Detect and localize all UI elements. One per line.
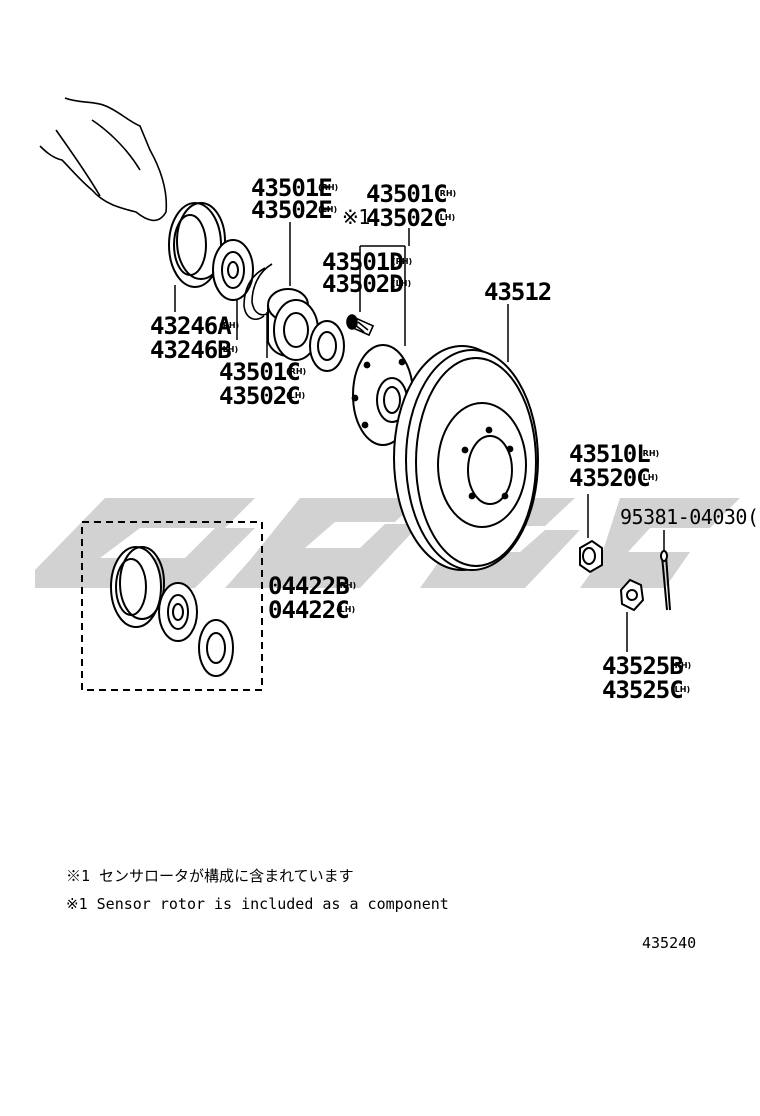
bearing-43501D — [309, 320, 345, 372]
part-number-43246A: 43246A — [150, 312, 232, 340]
part-number-43501D: 43501D — [322, 248, 403, 276]
side-43501C-mid: (RH) — [286, 367, 306, 376]
snap-ring — [243, 263, 273, 320]
part-number-43502D: 43502D — [322, 270, 403, 298]
cotter-pin-95381 — [660, 550, 671, 611]
part-number-04422B: 04422B — [268, 572, 349, 600]
part-number-43525C: 43525C — [602, 676, 683, 704]
diagram-code: 435240 — [642, 934, 696, 952]
note-japanese: ※1 センサロータが構成に含まれています — [66, 867, 354, 885]
disc-rotor-43512 — [393, 345, 539, 571]
part-number-43501E: 43501E — [251, 174, 332, 202]
footnotes: ※1 センサロータが構成に含まれています ※1 Sensor rotor is … — [66, 867, 449, 913]
side-43501E: (RH) — [318, 183, 338, 192]
hub-bolt — [346, 314, 375, 337]
side-43501D: (RH) — [392, 257, 412, 266]
side-43502E: (LH) — [318, 205, 337, 214]
part-number-43510L: 43510L — [569, 440, 650, 468]
dust-cover-43246 — [168, 202, 226, 288]
side-43246B: (LH) — [219, 345, 238, 354]
note-english: ※1 Sensor rotor is included as a compone… — [66, 895, 449, 913]
drive-shaft-illustration — [39, 97, 168, 222]
bearing-43501E — [212, 239, 254, 301]
part-number-43501C-top: 43501C — [366, 180, 447, 208]
side-43246A: (RH) — [219, 321, 239, 330]
side-43525B: (RH) — [671, 661, 691, 670]
part-number-43525B: 43525B — [602, 652, 683, 680]
hub-bearing-43501C — [267, 288, 319, 361]
part-number-43502C-top: 43502C — [366, 204, 447, 232]
side-04422C: (LH) — [336, 605, 355, 614]
part-number-43520C: 43520C — [569, 464, 650, 492]
side-43501C-top: (RH) — [436, 189, 456, 198]
part-number-43512: 43512 — [484, 278, 551, 306]
part-number-04422C: 04422C — [268, 596, 349, 624]
side-04422B: (RH) — [336, 581, 356, 590]
hub-nut-43510L — [579, 539, 603, 574]
component-mark: ※1 — [342, 205, 370, 229]
side-43502D: (LH) — [392, 279, 411, 288]
side-43520C: (LH) — [639, 473, 658, 482]
part-number-43502E: 43502E — [251, 196, 332, 224]
side-43510L: (RH) — [639, 449, 659, 458]
side-43502C-top: (LH) — [436, 213, 455, 222]
side-43502C-mid: (LH) — [286, 391, 305, 400]
part-number-95381: 95381-04030(2) — [620, 505, 760, 529]
side-43525C: (LH) — [671, 685, 690, 694]
part-number-43246B: 43246B — [150, 336, 231, 364]
lock-nut-43525B — [619, 578, 645, 612]
part-number-43501C-mid: 43501C — [219, 358, 300, 386]
bearing-kit-04422 — [81, 521, 263, 691]
part-number-43502C-mid: 43502C — [219, 382, 300, 410]
part-labels: 43501E (RH) 43502E (LH) 43501C (RH) ※1 4… — [150, 174, 760, 704]
